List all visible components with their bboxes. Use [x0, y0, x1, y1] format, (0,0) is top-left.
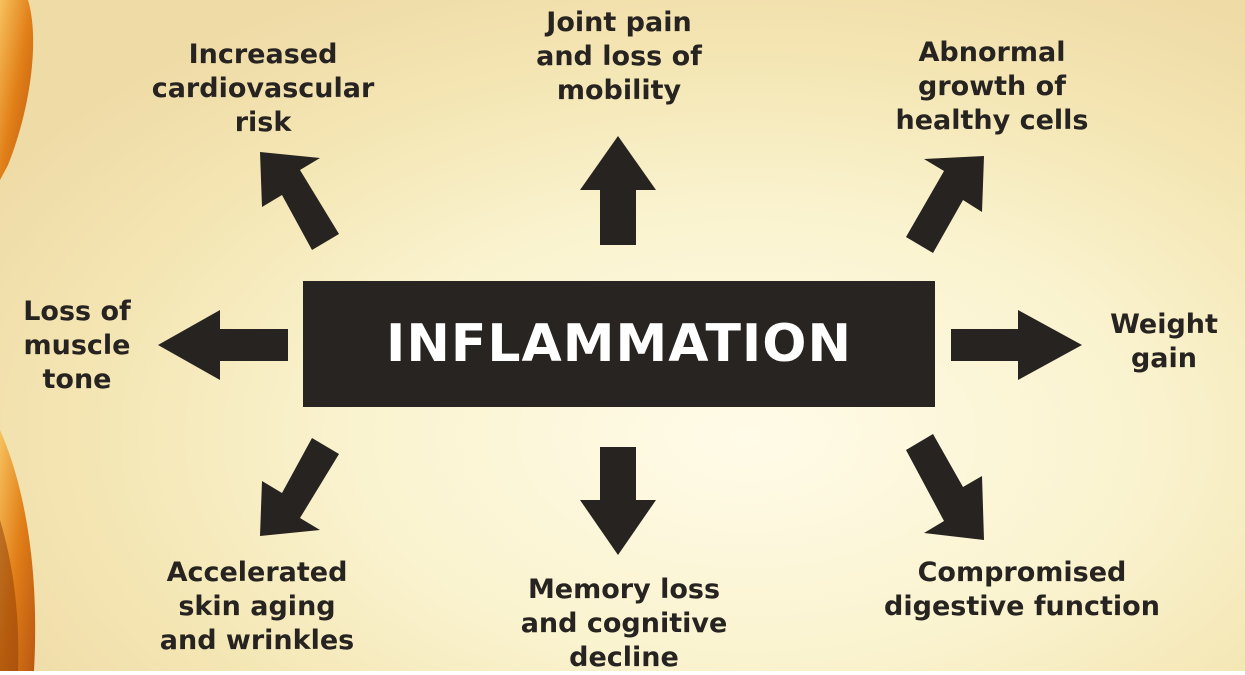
effect-digestive: Compromised digestive function — [852, 556, 1192, 624]
effect-skin-aging: Accelerated skin aging and wrinkles — [128, 556, 386, 658]
effect-memory-loss: Memory loss and cognitive decline — [488, 573, 760, 675]
inflammation-box: INFLAMMATION — [303, 281, 935, 407]
arrow-down — [580, 447, 656, 555]
effect-muscle-tone: Loss of muscle tone — [4, 295, 150, 397]
arrow-up — [580, 136, 656, 245]
arrow-up-left — [260, 152, 339, 250]
arrow-right — [951, 310, 1082, 380]
effect-joint-pain: Joint pain and loss of mobility — [500, 6, 738, 108]
effect-weight-gain: Weight gain — [1086, 308, 1242, 376]
effect-cardiovascular: Increased cardiovascular risk — [132, 38, 394, 140]
arrow-left — [158, 310, 288, 380]
arrow-up-right — [906, 156, 984, 253]
arrow-down-right — [906, 434, 984, 540]
arrow-down-left — [260, 438, 339, 536]
effect-abnormal-growth: Abnormal growth of healthy cells — [866, 36, 1118, 138]
inflammation-label: INFLAMMATION — [386, 318, 852, 370]
